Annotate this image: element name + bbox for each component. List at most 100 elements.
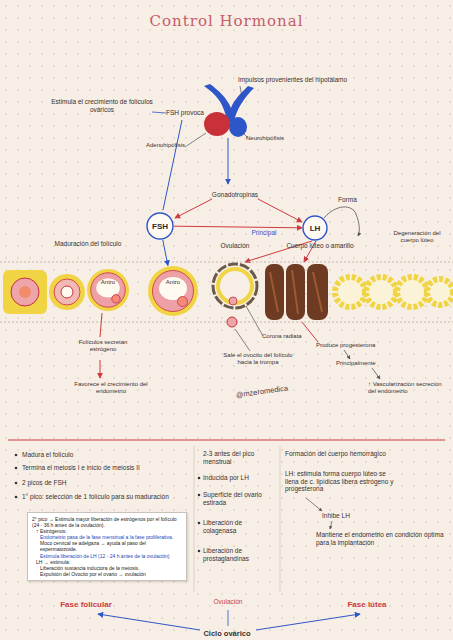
node-text: LH xyxy=(310,224,321,233)
bullet-note: 2-3 antes del pico menstrual xyxy=(203,450,277,465)
leader-line xyxy=(246,306,263,336)
fsh-leader xyxy=(163,120,182,210)
column-divider xyxy=(280,446,281,592)
arrow xyxy=(330,521,332,529)
note-line: Moco cervical se adelgaza → ayuda al pas… xyxy=(32,540,182,552)
arrow xyxy=(306,498,322,511)
note-line: LH → estimula: xyxy=(32,559,182,565)
fsh-note: FSH provoca xyxy=(166,109,216,117)
bullet xyxy=(15,482,18,485)
oocyte xyxy=(178,297,188,307)
note-line: 2° pico → Estimula mayor liberación de e… xyxy=(32,516,182,528)
bullet xyxy=(198,522,201,525)
cycle-label: Ciclo ovárico xyxy=(182,630,272,639)
note-line: Liberación sustancia inductora de la mei… xyxy=(32,565,182,571)
primordial-follicle xyxy=(11,278,39,306)
antral-follicle: Antro xyxy=(86,268,130,312)
bullet xyxy=(198,550,201,553)
hormone-circle xyxy=(147,213,173,239)
corpus-luteum-streak xyxy=(270,270,322,314)
gonadotropin-arrow xyxy=(258,199,302,222)
red-arrow xyxy=(100,360,101,378)
bullet-note: Inhibe LH xyxy=(322,512,382,520)
bullet xyxy=(15,454,18,457)
bullet-note: LH: estimula forma cuerpo lúteo se llena… xyxy=(285,470,397,493)
effect-note: Principalmente xyxy=(336,360,396,367)
bullet-note: 2 picos de FSH xyxy=(22,479,187,487)
band-line xyxy=(0,262,453,263)
leader-line xyxy=(240,86,242,97)
primary-follicle xyxy=(49,274,85,310)
arrow xyxy=(372,368,380,379)
oocyte xyxy=(61,286,73,298)
part-name: Neurohipófisis xyxy=(246,135,306,142)
cycle-arrow xyxy=(256,614,360,630)
bullet-note: 1° pico: selección de 1 folículo para su… xyxy=(22,493,187,501)
part-name: Adenohipófisis xyxy=(146,142,206,149)
stage-heading: Cuerpo lúteo o amarillo xyxy=(268,242,372,250)
bullet-note: Inducida por LH xyxy=(203,474,277,482)
primordial-follicle xyxy=(3,270,47,314)
pituitary-arrow xyxy=(228,138,229,184)
bullet-note: Termina el meiosis I e inicio de meiosis… xyxy=(22,464,187,472)
cycle-arrow xyxy=(228,610,229,626)
antral-follicle: Antro xyxy=(147,265,199,317)
bullet-note: Formación del cuerpo hemorrágico xyxy=(285,450,443,458)
hormone-group-label: Gonadotropinas xyxy=(193,191,277,199)
fsh-effect-note: Estimula el crecimiento de folículos ová… xyxy=(50,98,154,113)
note-line: Expulsión del Ovocito por el ovario → ov… xyxy=(32,571,182,577)
connector-label: Principal xyxy=(252,229,277,236)
bullet-note: Madura el folículo xyxy=(22,451,187,459)
note-box: 2° pico → Estimula mayor liberación de e… xyxy=(27,512,187,581)
phase-label: Ovulación xyxy=(198,598,258,606)
oocyte xyxy=(229,297,237,305)
fsh-leader xyxy=(152,112,166,113)
connector-arrow xyxy=(163,240,168,266)
node-text: FSH xyxy=(152,222,168,231)
theca-layer xyxy=(87,269,129,311)
hormone-circle xyxy=(303,216,327,240)
effect-note: Produce progesterona xyxy=(316,342,400,349)
column-divider xyxy=(194,446,195,592)
node-text: Antro xyxy=(86,279,130,285)
bullet xyxy=(198,494,201,497)
bullet xyxy=(15,467,18,470)
phase-label: Fase folicular xyxy=(38,600,134,609)
oocyte xyxy=(112,295,120,303)
corpus-albicans xyxy=(427,279,453,305)
note-line: ↑ Estrógenos: xyxy=(32,528,182,534)
effect-note: Favorece el crecimiento del endometrio xyxy=(66,381,156,395)
leader-line xyxy=(185,133,206,147)
arrow xyxy=(344,350,350,359)
connector-arrow xyxy=(174,226,302,228)
corpus-albicans xyxy=(366,277,396,307)
effect-note: ↑ Vascularización secreción del endometr… xyxy=(368,381,450,395)
primary-follicle xyxy=(54,279,80,305)
antral-follicle-outline xyxy=(86,268,130,312)
bullet-note: Liberación de prostaglandinas xyxy=(203,547,277,562)
oocyte xyxy=(19,286,31,298)
effect-note: Folículos secretan estrógeno xyxy=(66,339,140,353)
bullet xyxy=(198,477,201,480)
arrow-label: Forma xyxy=(338,196,368,204)
ovulating-follicle xyxy=(213,264,257,308)
leader-line xyxy=(100,313,102,337)
granulosa-layer xyxy=(91,273,125,307)
hormone-circle: FSH xyxy=(146,212,174,240)
bullet-note: Superficie del ovario estirada xyxy=(203,491,277,506)
corpus-albicans xyxy=(335,277,365,307)
forma-arrow xyxy=(324,207,359,236)
phase-label: Fase lútea xyxy=(322,600,412,609)
note-line: Endometrio pasa de la fase menstrual a l… xyxy=(32,534,182,540)
gonadotropin-arrow xyxy=(175,199,212,218)
part-name: Corona radiata xyxy=(262,333,318,340)
hypothalamus-note: Impulsos provenientes del hipotálamo xyxy=(238,76,368,84)
stage-heading: Ovulación xyxy=(210,242,260,250)
bullet xyxy=(15,496,18,499)
released-oocyte xyxy=(227,317,237,327)
separator-line xyxy=(8,439,445,440)
stage-heading: Degeneración del cuerpo lúteo xyxy=(384,230,450,244)
theca-layer xyxy=(148,266,198,316)
